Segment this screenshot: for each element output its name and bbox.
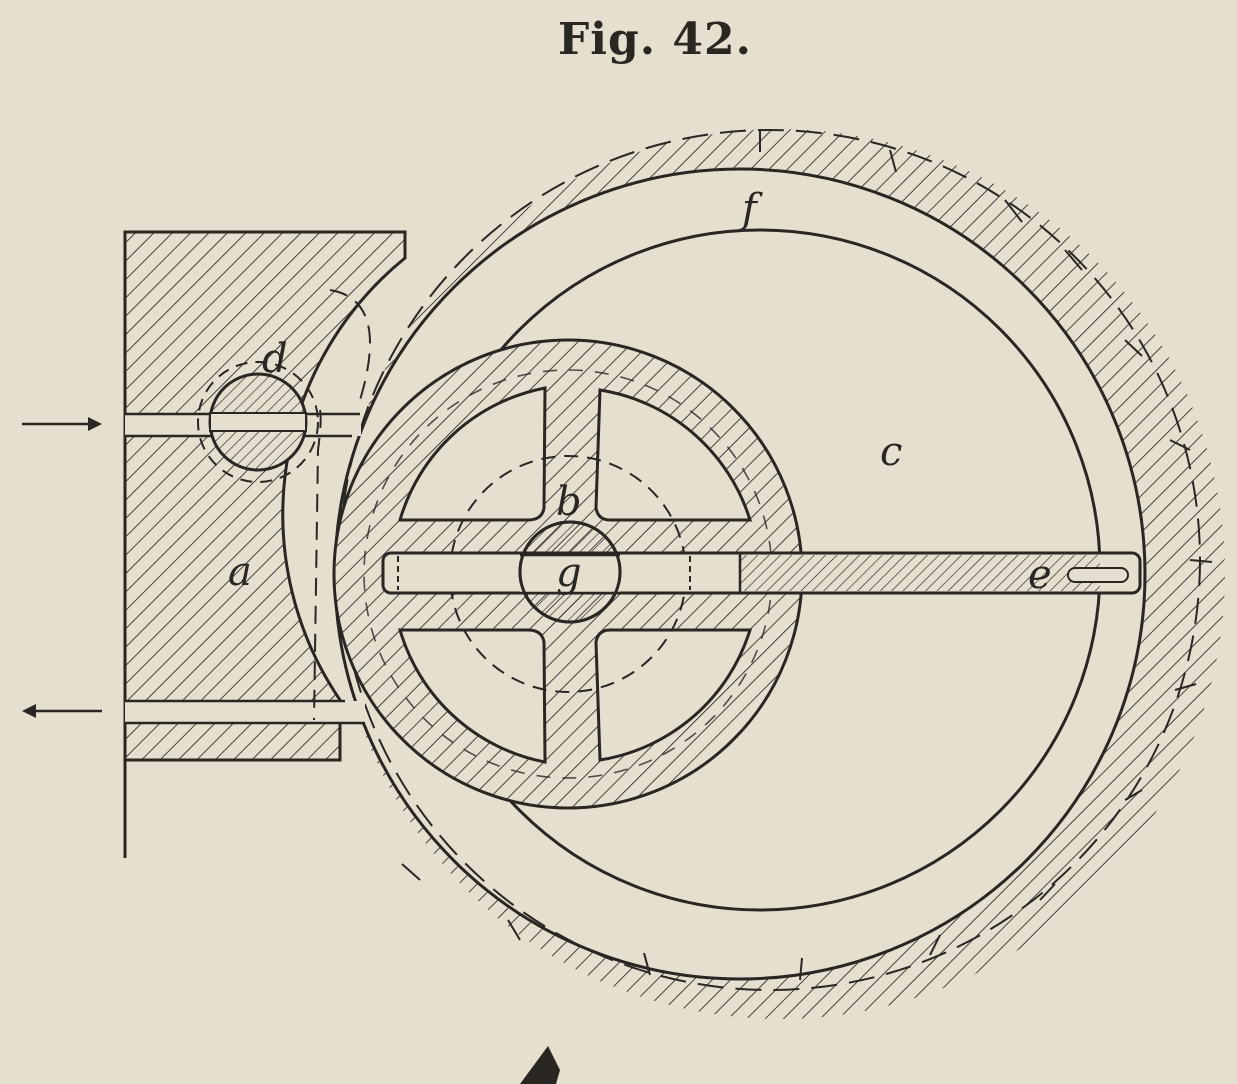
stray-mark — [520, 1046, 560, 1084]
label-c: c — [880, 429, 902, 475]
outlet-arrow — [22, 704, 102, 718]
slider-blade — [381, 551, 1142, 595]
label-e: e — [1028, 552, 1052, 598]
label-a: a — [228, 549, 252, 595]
shaft — [518, 520, 622, 624]
label-f: f — [739, 186, 763, 232]
label-d: d — [262, 336, 288, 382]
figure-title: Fig. 42. — [558, 14, 752, 65]
inlet-arrow — [22, 417, 102, 431]
label-b: b — [556, 479, 582, 525]
valve-plug — [197, 361, 319, 483]
label-g: g — [556, 550, 582, 596]
